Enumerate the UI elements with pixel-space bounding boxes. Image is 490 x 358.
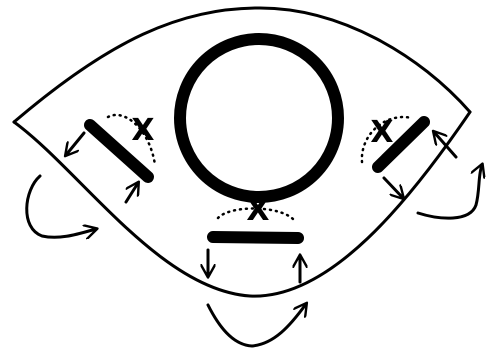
right-segment: X [362, 115, 456, 198]
eye-outline-top [14, 8, 470, 122]
left-arrow-in [126, 183, 138, 202]
bottom-external-arrow [208, 304, 306, 346]
center-ring [180, 39, 338, 197]
bottom-bar [213, 237, 298, 238]
left-x-mark: X [131, 113, 154, 148]
left-external-arrow [27, 176, 96, 237]
bottom-x-mark: X [246, 193, 269, 228]
left-segment: X [66, 113, 155, 202]
bottom-segment: X [208, 193, 300, 282]
right-arrow-out [384, 178, 403, 198]
right-x-mark: X [370, 115, 393, 150]
left-arrow-out [66, 133, 84, 155]
